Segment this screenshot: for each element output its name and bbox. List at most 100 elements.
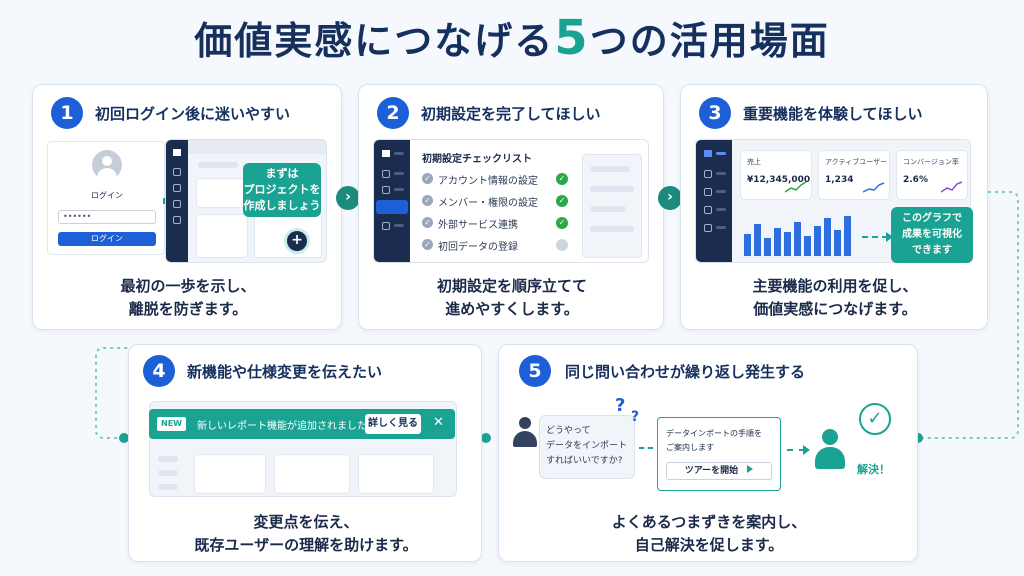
solved-user-icon [815,429,845,471]
kpi-value: ¥12,345,000 [747,175,811,185]
sidebar-item-active[interactable] [376,200,408,214]
placeholder-box [196,214,248,258]
login-label: ログイン [91,191,123,200]
check-circle-icon: ✓ [422,217,433,228]
desc-line: 既存ユーザーの理解を助けます。 [194,536,418,554]
sidebar-line [716,152,726,155]
app-mock [165,139,327,263]
title-text-end: つの活用場面 [589,19,830,63]
chart-bar [784,232,791,256]
sidebar-icon [382,186,390,194]
placeholder-box [194,454,266,494]
details-button[interactable]: 詳しく見る [365,414,421,434]
checklist-title: 初期設定チェックリスト [422,154,532,165]
checklist-item: 初回データの登録 [438,242,518,253]
kpi-card: 売上 ¥12,345,000 [740,150,812,200]
check-done-icon: ✓ [556,217,568,229]
desc-line: よくあるつまずきを案内し、 [611,513,807,531]
sidebar-icon [704,206,712,214]
step-number: 4 [143,355,175,387]
card-description: 変更点を伝え、 既存ユーザーの理解を助けます。 [129,511,483,557]
check-done-icon: ✓ [556,173,568,185]
announcement-banner: NEW 新しいレポート機能が追加されました 詳しく見る ✕ [149,409,455,439]
page-title: 価値実感につなげる5つの活用場面 [0,10,1024,66]
title-text: 価値実感につなげる [194,19,555,63]
question-mark-icon: ? [615,395,626,416]
placeholder-line [158,470,178,476]
bubble-line: データをインポート [546,441,628,451]
solved-label: 解決！ [857,463,890,476]
kpi-value: 1,234 [825,175,854,185]
trend-icon [785,181,807,193]
placeholder-line [158,456,178,462]
chevron-right-icon: › [336,186,360,210]
sidebar-icon [173,200,181,208]
check-circle-icon: ✓ [422,239,433,250]
checklist-item: アカウント情報の設定 [438,176,538,187]
trend-icon [941,181,963,193]
add-button[interactable]: + [287,231,307,251]
placeholder-line [158,484,178,490]
connector-dot [481,433,491,443]
sidebar-icon [382,170,390,178]
close-icon[interactable]: ✕ [433,415,444,430]
login-panel: ログイン •••••• ログイン [47,141,165,255]
password-input[interactable]: •••••• [58,210,156,224]
sidebar-icon [173,168,181,176]
kpi-value: 2.6% [903,175,928,185]
card-description: 主要機能の利用を促し、 価値実感につなげます。 [681,275,989,321]
card-2: 2 初期設定を完了してほしい 初期設定チェックリスト ✓ アカウント情報の設定 … [358,84,664,330]
kpi-label: アクティブユーザー [825,158,888,166]
sidebar-icon [704,224,712,232]
home-icon [382,150,390,157]
step-number: 3 [699,97,731,129]
sidebar-line [716,190,726,193]
placeholder-box [358,454,434,494]
card-title: 同じ問い合わせが繰り返し発生する [565,363,806,381]
arrow-head-icon [803,445,810,455]
card-title: 重要機能を体験してほしい [743,105,923,123]
bubble-line: すればいいですか? [546,456,623,466]
card-title: 初期設定を完了してほしい [421,105,601,123]
card-title: 新機能や仕様変更を伝えたい [187,363,383,381]
step-number: 2 [377,97,409,129]
card-description: よくあるつまずきを案内し、 自己解決を促します。 [499,511,919,557]
start-tour-button[interactable]: ツアーを開始 [666,462,772,480]
desc-line: 離脱を防ぎます。 [128,300,248,318]
chart-bar [754,224,761,256]
dashed-arrow [862,236,888,238]
tooltip-line: できます [912,245,952,256]
placeholder-box [274,454,350,494]
play-icon [747,465,754,473]
check-pending-icon [556,239,568,251]
sidebar-line [716,208,726,211]
sidebar-line [394,172,404,175]
card-1: 1 初回ログイン後に迷いやすい ログイン •••••• ログイン まずは プロジ… [32,84,342,330]
tooltip-line: このグラフで [902,213,962,224]
tooltip-create-project: まずは プロジェクトを 作成しましょう [243,163,321,217]
chart-bar [834,230,841,256]
kpi-card: コンバージョン率 2.6% [896,150,968,200]
sidebar-line [394,152,404,155]
chart-bar [804,236,811,256]
card-title: 初回ログイン後に迷いやすい [95,105,291,123]
desc-line: 価値実感につなげます。 [753,300,917,318]
desc-line: 初期設定を順序立てて [436,277,587,295]
kpi-label: 売上 [747,158,761,166]
question-mark-icon: ? [631,409,640,425]
bubble-line: どうやって [546,426,591,436]
topbar [188,140,326,154]
chevron-right-icon: › [658,186,682,210]
dashed-arrow [639,447,653,449]
sidebar [696,140,732,262]
check-done-icon: ✓ [556,195,568,207]
chart-bar [764,238,771,256]
login-button[interactable]: ログイン [58,232,156,246]
placeholder-line [590,186,634,192]
sidebar-icon [173,216,181,224]
step-number: 5 [519,355,551,387]
sidebar [374,140,410,262]
guide-line: ご案内します [666,443,714,452]
card-5: 5 同じ問い合わせが繰り返し発生する どうやって データをインポート すればいい… [498,344,918,562]
